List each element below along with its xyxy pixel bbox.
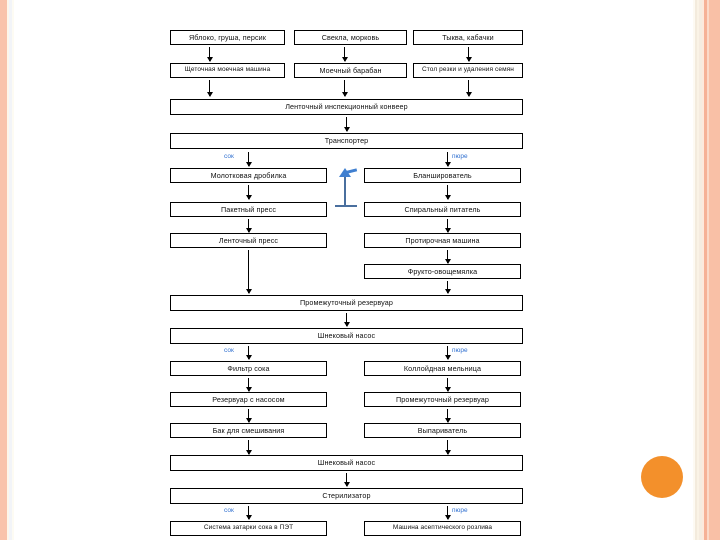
flow-node-n2[interactable]: Свекла, морковь — [294, 30, 407, 45]
arrow-n5-n7 — [341, 80, 348, 97]
flow-label-juice-2: сок — [224, 347, 234, 354]
flow-node-n24[interactable]: Шнековый насос — [170, 455, 523, 471]
arrow-n15-n16 — [444, 281, 451, 294]
orange-circle-decoration — [641, 456, 683, 498]
flow-node-n3[interactable]: Тыква, кабачки — [413, 30, 523, 45]
arrow-n17-n19 — [444, 346, 451, 360]
flow-node-n4[interactable]: Щеточная моечная машина — [170, 63, 285, 78]
flow-node-n26[interactable]: Система затарки сока в ПЭТ — [170, 521, 327, 536]
arrow-n25-n27 — [444, 506, 451, 520]
arrow-n22-n24 — [245, 440, 252, 455]
flow-node-n8[interactable]: Транспортер — [170, 133, 523, 149]
arrow-n1-n4 — [206, 47, 213, 62]
flow-label-puree-1: пюре — [452, 153, 468, 160]
arrow-n8-n9 — [245, 152, 252, 167]
flow-node-n1[interactable]: Яблоко, груша, персик — [170, 30, 285, 45]
flow-node-n21[interactable]: Промежуточный резервуар — [364, 392, 521, 407]
flow-node-n7[interactable]: Ленточный инспекционный конвеер — [170, 99, 523, 115]
arrow-n14-n15 — [444, 250, 451, 264]
arrow-n7-n8 — [343, 117, 350, 132]
flow-node-n12[interactable]: Спиральный питатель — [364, 202, 521, 217]
arrow-n25-n26 — [245, 506, 252, 520]
flow-label-puree-3: пюре — [452, 507, 468, 514]
arrow-n10-n12 — [444, 185, 451, 200]
right-border-stripes — [690, 0, 720, 540]
arrow-n8-n10 — [444, 152, 451, 167]
arrow-n21-n23 — [444, 409, 451, 423]
arrow-n24-n25 — [343, 473, 350, 487]
arrow-n20-n22 — [245, 409, 252, 423]
flow-node-n14[interactable]: Протирочная машина — [364, 233, 521, 248]
arrow-n23-n24 — [444, 440, 451, 455]
flow-label-juice-3: сок — [224, 507, 234, 514]
flow-node-n5[interactable]: Моечный барабан — [294, 63, 407, 78]
arrow-n19-n21 — [444, 378, 451, 392]
arrow-n13-n16 — [245, 250, 252, 294]
arrow-n12-n14 — [444, 219, 451, 233]
flow-node-n6[interactable]: Стол резки и удаления семян — [413, 63, 523, 78]
arrow-n2-n5 — [341, 47, 348, 62]
blue-return-connector — [335, 168, 365, 213]
flow-node-n27[interactable]: Машина асептического розлива — [364, 521, 521, 536]
flow-node-n20[interactable]: Резервуар с насосом — [170, 392, 327, 407]
arrow-n9-n11 — [245, 185, 252, 200]
flow-node-n23[interactable]: Выпариватель — [364, 423, 521, 438]
flow-node-n11[interactable]: Пакетный пресс — [170, 202, 327, 217]
flow-node-n10[interactable]: Бланширователь — [364, 168, 521, 183]
flow-node-n9[interactable]: Молотковая дробилка — [170, 168, 327, 183]
arrow-n17-n18 — [245, 346, 252, 360]
flow-node-n13[interactable]: Ленточный пресс — [170, 233, 327, 248]
arrow-n4-n7 — [206, 80, 213, 97]
arrow-n3-n6 — [465, 47, 472, 62]
arrow-n18-n20 — [245, 378, 252, 392]
arrow-n16-n17 — [343, 313, 350, 327]
flow-node-n22[interactable]: Бак для смешивания — [170, 423, 327, 438]
flow-node-n18[interactable]: Фильтр сока — [170, 361, 327, 376]
flow-node-n17[interactable]: Шнековый насос — [170, 328, 523, 344]
flow-node-n25[interactable]: Стерилизатор — [170, 488, 523, 504]
flow-node-n16[interactable]: Промежуточный резервуар — [170, 295, 523, 311]
arrow-n11-n13 — [245, 219, 252, 233]
flow-node-n19[interactable]: Коллойдная мельница — [364, 361, 521, 376]
flow-node-n15[interactable]: Фрукто-овощемялка — [364, 264, 521, 279]
flow-label-juice-1: сок — [224, 153, 234, 160]
left-border-stripes — [0, 0, 14, 540]
arrow-n6-n7 — [465, 80, 472, 97]
flow-label-puree-2: пюре — [452, 347, 468, 354]
